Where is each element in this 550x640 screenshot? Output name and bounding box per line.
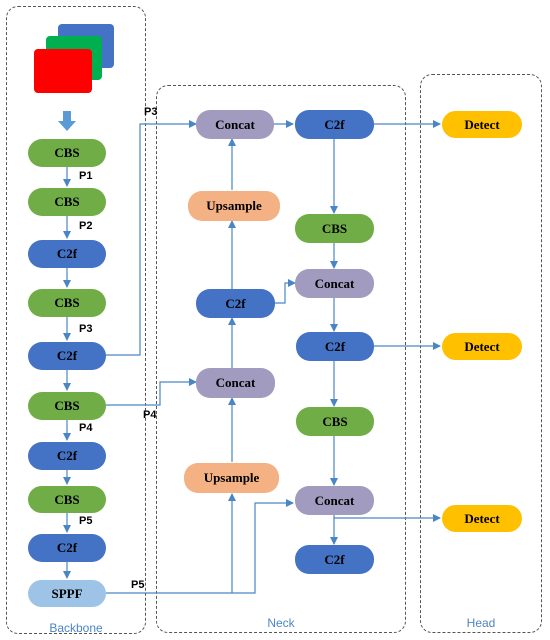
neck-cbs-1: CBS xyxy=(295,214,374,243)
backbone-sppf: SPPF xyxy=(28,580,106,607)
neck-cbs-2: CBS xyxy=(296,407,374,436)
backbone-cbs-3: CBS xyxy=(28,289,106,317)
neck-c2f-mid: C2f xyxy=(296,332,374,361)
tap-label-p1: P1 xyxy=(79,170,93,182)
neck-c2f-top: C2f xyxy=(295,110,374,139)
neck-concat-top: Concat xyxy=(196,110,274,139)
neck-upsample-bottom: Upsample xyxy=(184,463,279,493)
backbone-cbs-2: CBS xyxy=(28,188,106,216)
backbone-c2f-4: C2f xyxy=(28,534,106,562)
route-label-p3: P3 xyxy=(144,106,158,118)
neck-c2f-bottom: C2f xyxy=(295,545,374,574)
tap-label-p5: P5 xyxy=(79,515,93,527)
route-label-p4: P4 xyxy=(143,409,157,421)
backbone-label: Backbone xyxy=(49,621,103,635)
backbone-c2f-1: C2f xyxy=(28,240,106,268)
neck-concat-2: Concat xyxy=(295,269,374,298)
input-arrow-icon xyxy=(58,111,76,131)
backbone-cbs-4: CBS xyxy=(28,392,106,420)
tap-label-p4: P4 xyxy=(79,422,93,434)
neck-concat-bottom: Concat xyxy=(295,486,374,515)
head-detect-mid: Detect xyxy=(442,333,522,360)
backbone-cbs-1: CBS xyxy=(28,139,106,167)
backbone-c2f-3: C2f xyxy=(28,442,106,470)
route-label-p5: P5 xyxy=(131,579,145,591)
backbone-panel xyxy=(6,6,146,634)
head-label: Head xyxy=(466,616,496,630)
neck-upsample-top: Upsample xyxy=(188,191,280,221)
neck-panel xyxy=(156,85,406,633)
head-detect-top: Detect xyxy=(442,111,522,138)
backbone-c2f-2: C2f xyxy=(28,342,106,370)
head-detect-bottom: Detect xyxy=(442,505,522,532)
backbone-cbs-5: CBS xyxy=(28,486,106,513)
neck-concat-mid-left: Concat xyxy=(196,368,275,398)
tap-label-p3: P3 xyxy=(79,323,93,335)
head-panel xyxy=(420,74,542,633)
neck-c2f-left: C2f xyxy=(196,289,275,318)
tap-label-p2: P2 xyxy=(79,220,93,232)
neck-label: Neck xyxy=(267,616,295,630)
